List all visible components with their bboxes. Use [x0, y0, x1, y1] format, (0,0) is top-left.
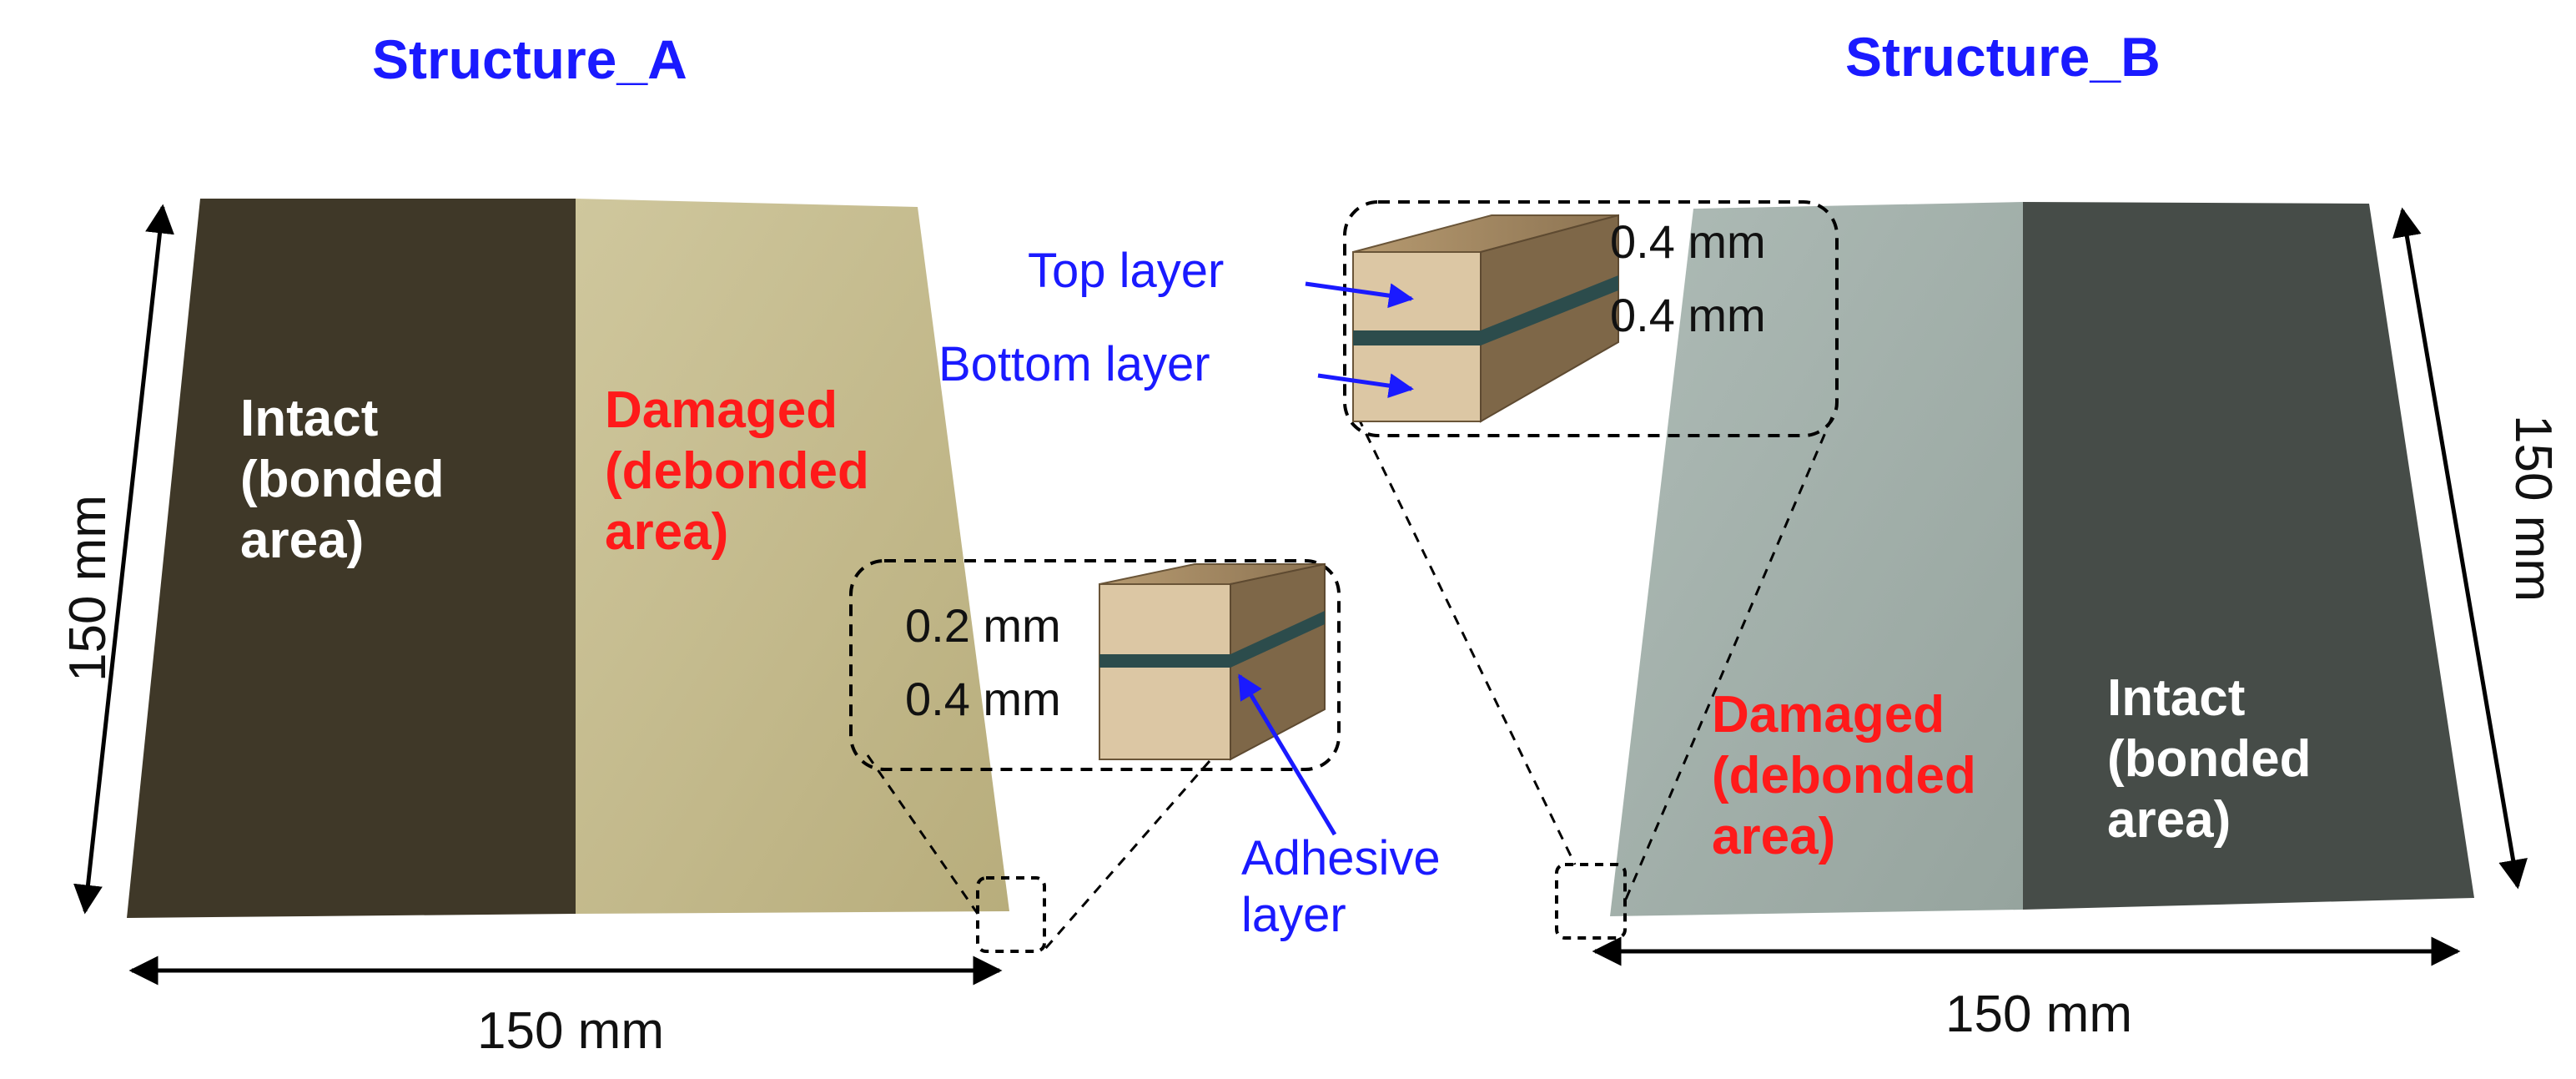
structure-b-zoom-box — [1555, 863, 1627, 940]
structure-b-height-arrow — [2392, 207, 2528, 890]
structure-b-zoom-line-left — [1356, 416, 1577, 865]
structure-b-intact-label: Intact (bonded area) — [2107, 669, 2312, 850]
structure-a-plate — [127, 199, 1009, 918]
structure-b-inset — [1305, 200, 1839, 940]
structure-a-bottom-thickness: 0.4 mm — [905, 673, 1061, 725]
structure-a-layer-block — [1099, 562, 1326, 761]
structure-a-adhesive-label: Adhesive layer — [1241, 831, 1441, 943]
structure-a-height-label: 150 mm — [58, 495, 117, 682]
structure-a-width-label: 150 mm — [477, 1002, 664, 1060]
structure-a-zoom-line-right — [1043, 760, 1211, 950]
structure-a-zoom-line-left — [866, 754, 979, 915]
structure-b-inset-frame — [1343, 200, 1839, 437]
structure-b-adhesive-stripe — [1353, 275, 1618, 345]
structure-a-adhesive-arrow — [1237, 673, 1337, 836]
structure-b-bottom-layer-label: Bottom layer — [938, 337, 1210, 391]
structure-b-title: Structure_B — [1845, 26, 2161, 88]
structure-b-top-layer-label: Top layer — [1028, 244, 1225, 298]
structure-a-zoom-box — [976, 876, 1046, 953]
structure-a-title: Structure_A — [372, 28, 687, 90]
structure-b-bottom-layer-arrow — [1317, 373, 1414, 399]
structure-b-width-label: 150 mm — [1945, 986, 2132, 1043]
structure-b-intact-region — [2023, 202, 2474, 910]
structure-a-height-arrow — [73, 204, 174, 915]
structure-b-height-label: 150 mm — [2503, 415, 2562, 602]
structure-b-top-layer-arrow — [1305, 281, 1414, 309]
structure-b-plate — [1610, 202, 2474, 916]
structure-b-layer-block — [1352, 214, 1619, 423]
structure-b-bottom-thickness: 0.4 mm — [1610, 289, 1766, 341]
structure-b-damaged-label: Damaged (debonded area) — [1712, 686, 1976, 866]
structure-a-damaged-region — [576, 199, 1009, 914]
structure-a-intact-label: Intact (bonded area) — [240, 390, 445, 570]
structure-b-top-thickness: 0.4 mm — [1610, 215, 1766, 268]
structure-a-inset — [849, 559, 1341, 953]
structure-a-inset-frame — [849, 559, 1341, 771]
structure-a-damaged-label: Damaged (debonded area) — [605, 381, 869, 562]
structure-a-top-thickness: 0.2 mm — [905, 599, 1061, 652]
structure-b-damaged-region — [1610, 202, 2023, 916]
structure-a-adhesive-stripe — [1099, 611, 1325, 668]
structure-b-zoom-line-right — [1623, 416, 1834, 902]
structure-a-intact-region — [127, 199, 576, 918]
